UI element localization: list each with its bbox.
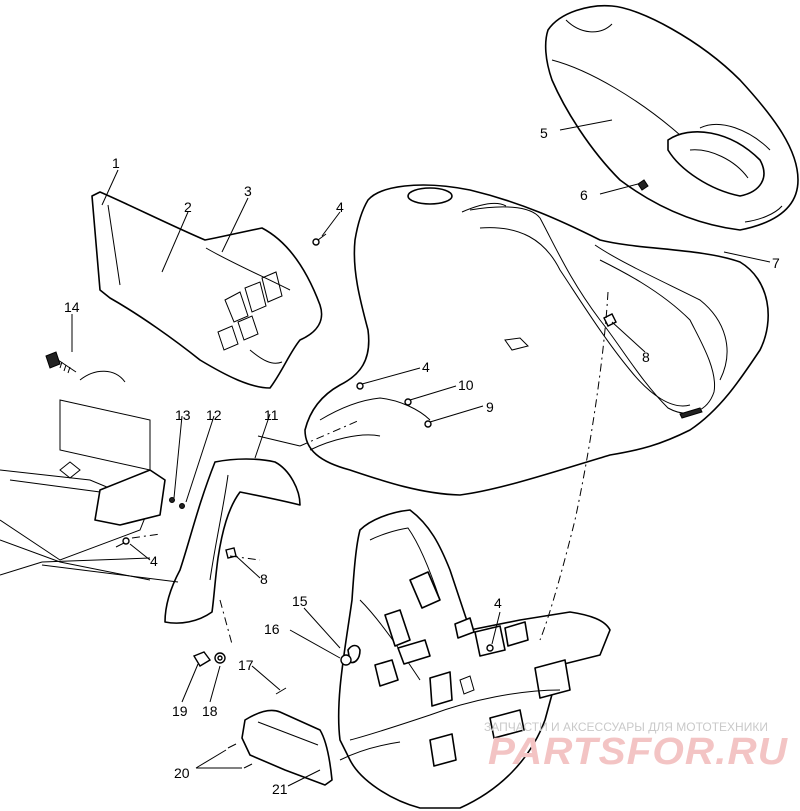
callout-2: 2 <box>184 199 192 215</box>
callout-4: 4 <box>336 199 344 215</box>
watermark: ЗАПЧАСТИ И АКСЕССУАРЫ ДЛЯ МОТОТЕХНИКИ PA… <box>484 720 789 773</box>
callout-1: 1 <box>112 155 120 171</box>
assembly-guide-lines <box>131 291 609 645</box>
callout-4: 4 <box>494 595 502 611</box>
callout-5: 5 <box>540 125 548 141</box>
leader-lines <box>0 119 771 787</box>
watermark-tagline: ЗАПЧАСТИ И АКСЕССУАРЫ ДЛЯ МОТОТЕХНИКИ <box>484 720 768 734</box>
callout-13: 13 <box>175 407 191 423</box>
callout-21: 21 <box>272 781 288 797</box>
callout-15: 15 <box>292 593 308 609</box>
callout-labels: 1 2 3 4 4 4 4 5 6 7 8 8 9 10 11 12 13 14… <box>64 125 780 797</box>
callout-12: 12 <box>206 407 222 423</box>
callout-14: 14 <box>64 299 80 315</box>
callout-10: 10 <box>458 377 474 393</box>
seat-part <box>544 4 799 231</box>
callout-6: 6 <box>580 187 588 203</box>
side-panel-part <box>91 191 323 389</box>
fender-flap-part <box>164 458 301 624</box>
callout-19: 19 <box>172 703 188 719</box>
rear-fender-body <box>304 184 769 496</box>
callout-3: 3 <box>244 183 252 199</box>
callout-8: 8 <box>642 349 650 365</box>
chassis-frame <box>337 509 611 809</box>
watermark-brand: PARTSFOR.RU <box>488 731 789 773</box>
callout-11: 11 <box>264 407 279 423</box>
callout-4: 4 <box>150 553 158 569</box>
callout-7: 7 <box>772 255 780 271</box>
footrest-frame <box>0 370 166 581</box>
callout-20: 20 <box>174 765 190 781</box>
callout-4: 4 <box>422 359 430 375</box>
callout-18: 18 <box>202 703 218 719</box>
callout-17: 17 <box>238 657 254 673</box>
callout-16: 16 <box>264 621 280 637</box>
callout-9: 9 <box>486 399 494 415</box>
rear-guard-part <box>241 709 333 786</box>
callout-8: 8 <box>260 571 268 587</box>
